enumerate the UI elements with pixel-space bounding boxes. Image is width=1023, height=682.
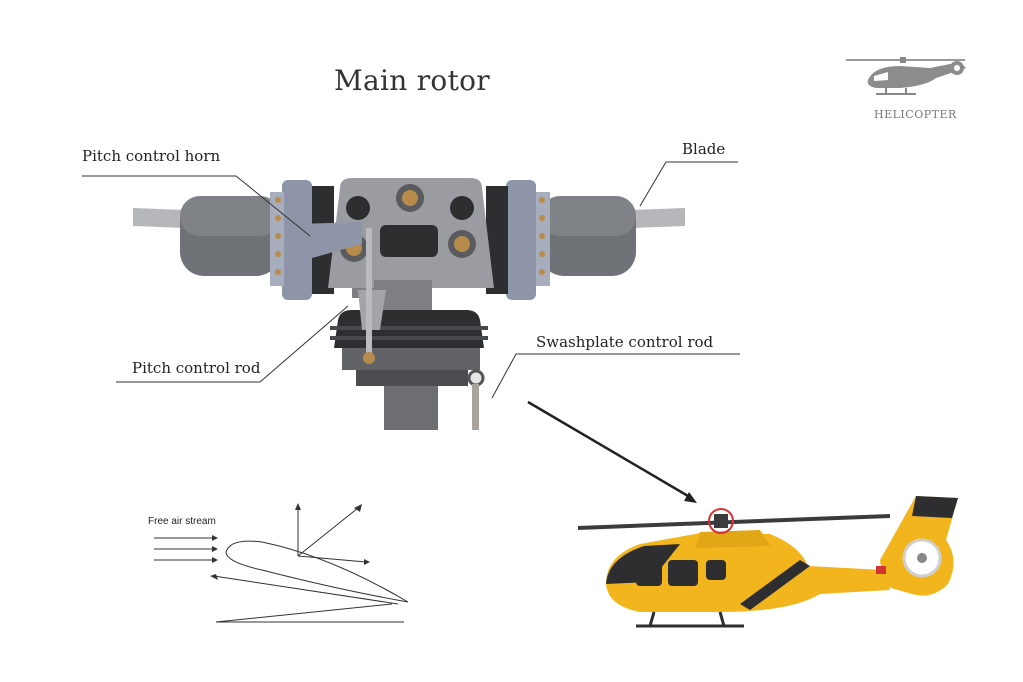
- label-free-air-stream: Free air stream: [148, 516, 216, 527]
- rotor-mast-base: [384, 386, 438, 430]
- rotor-highlight-circle: [708, 508, 734, 534]
- helicopter-illustration: [577, 496, 958, 628]
- swashplate-control-rod: [472, 384, 479, 430]
- pitch-control-horn: [298, 222, 362, 262]
- label-pitch-control-rod: Pitch control rod: [132, 359, 261, 377]
- label-pitch-control-horn: Pitch control horn: [82, 147, 221, 165]
- airfoil-diagram: [154, 507, 409, 623]
- page-title: Main rotor: [334, 64, 490, 97]
- helicopter-body: [606, 532, 890, 612]
- label-swashplate-control-rod: Swashplate control rod: [536, 333, 714, 351]
- label-blade: Blade: [682, 140, 726, 158]
- helicopter-silhouette-icon: [846, 57, 966, 95]
- helicopter-logo-label: HELICOPTER: [874, 108, 957, 121]
- left-flange: [282, 180, 312, 300]
- right-flange: [506, 180, 536, 300]
